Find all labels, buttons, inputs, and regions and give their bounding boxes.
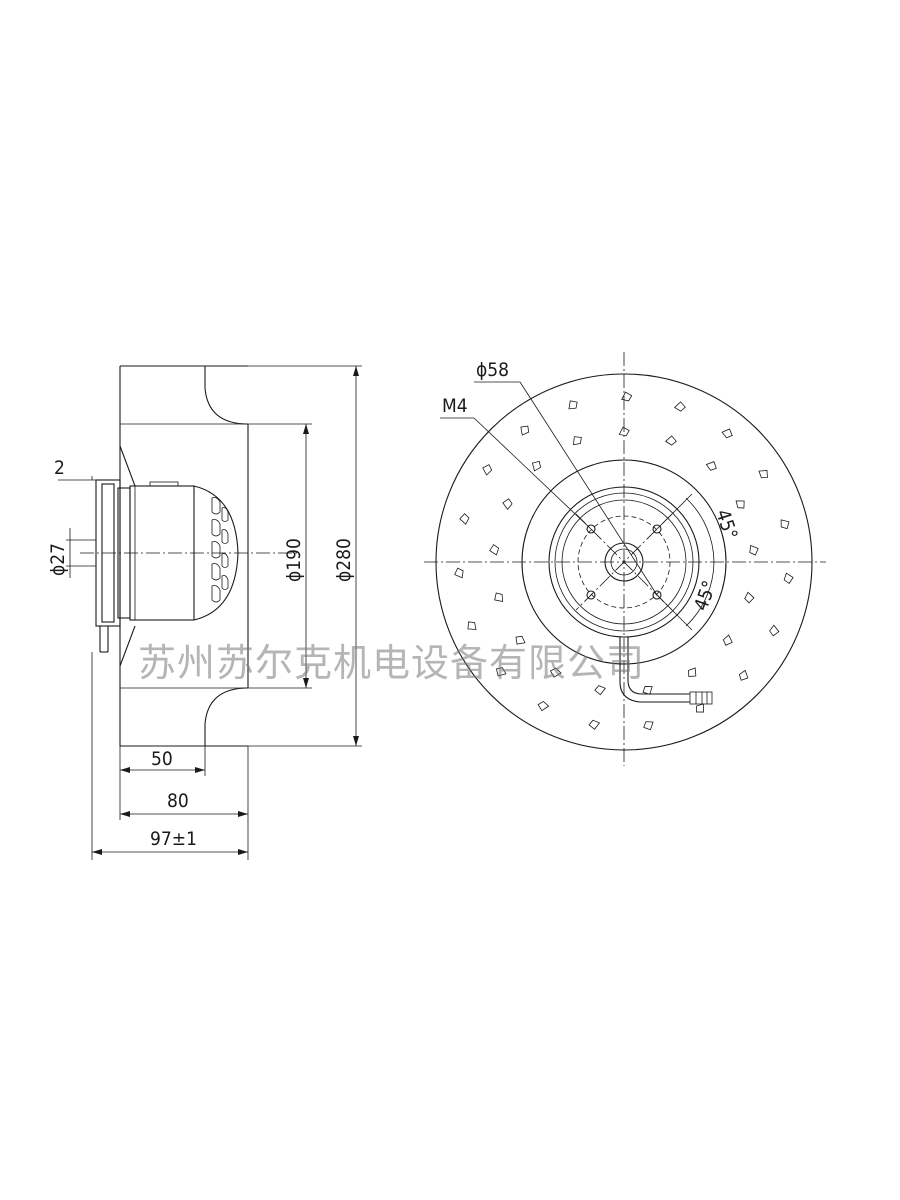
angle-lower-label: 45° <box>690 578 721 614</box>
dim-outer-diameter: ϕ280 <box>248 365 362 747</box>
blade-opening <box>674 401 686 412</box>
blade-opening <box>721 428 733 439</box>
dim-flange-thickness-label: 2 <box>54 457 65 479</box>
bolt-circle <box>577 515 671 609</box>
blade-opening <box>758 469 768 479</box>
company-watermark: 苏州苏尔克机电设备有限公司 <box>138 641 646 685</box>
blade-opening <box>482 464 493 476</box>
blade-opening <box>467 621 477 630</box>
blade-opening <box>780 519 790 530</box>
dim-total-depth-label: 97±1 <box>150 828 197 850</box>
motor-cable <box>99 626 109 653</box>
blade-opening <box>621 391 633 402</box>
dim-shaft-diameter: ϕ27 <box>47 528 96 578</box>
blade-opening <box>664 435 677 446</box>
blade-opening <box>568 400 578 410</box>
dim-total-depth: 97±1 <box>91 652 248 860</box>
blade-opening <box>705 461 717 471</box>
dim-flange-thickness: 2 <box>54 457 96 481</box>
dim-thread: M4 <box>440 395 592 530</box>
blade-opening <box>735 500 745 509</box>
blade-opening <box>494 592 504 602</box>
dim-depth-80: 80 <box>119 746 249 860</box>
dim-angles: 45° 45° <box>656 493 742 631</box>
dim-thread-label: M4 <box>442 395 468 417</box>
mounting-hole <box>586 524 596 534</box>
impeller-profile <box>119 365 249 747</box>
inlet-ring <box>521 459 727 665</box>
motor-body <box>95 479 239 653</box>
blade-opening <box>769 624 780 637</box>
blade-opening <box>696 703 704 713</box>
blade-opening <box>783 572 794 584</box>
dim-depth-50: 50 <box>119 746 206 776</box>
dim-bolt-circle-label: ϕ58 <box>476 359 509 381</box>
blade-opening <box>688 667 697 677</box>
dim-outer-diameter-label: ϕ280 <box>333 538 355 582</box>
blade-opening <box>489 544 500 556</box>
mounting-hole <box>586 590 596 600</box>
blade-openings <box>454 391 794 731</box>
front-view: ϕ58 M4 45° 45° <box>424 352 826 766</box>
front-cable <box>619 637 713 705</box>
blade-opening <box>588 719 601 730</box>
mounting-hole <box>652 590 662 600</box>
blade-opening <box>738 669 749 681</box>
blade-opening <box>515 635 526 645</box>
dim-shaft-diameter-label: ϕ27 <box>47 543 69 576</box>
blade-opening <box>643 721 654 731</box>
cooling-slots <box>211 497 229 603</box>
blade-opening <box>454 567 464 579</box>
blade-opening <box>642 686 653 695</box>
blade-opening <box>520 425 530 436</box>
blade-opening <box>573 436 582 446</box>
dim-inlet-diameter-label: ϕ190 <box>283 538 305 582</box>
dim-bolt-circle: ϕ58 <box>474 359 658 596</box>
blade-opening <box>531 460 542 472</box>
blade-opening <box>744 591 755 604</box>
blade-opening <box>495 667 507 677</box>
outer-rim <box>435 373 813 751</box>
mounting-hole <box>652 524 662 534</box>
blade-opening <box>549 667 562 678</box>
hub-outer <box>548 486 700 638</box>
blade-opening <box>537 700 550 712</box>
blade-opening <box>618 426 630 437</box>
hub-ring-1 <box>554 492 694 632</box>
dim-depth-50-label: 50 <box>151 748 173 770</box>
blade-opening <box>749 544 759 556</box>
hub-ring-2 <box>561 499 687 625</box>
shaft-bore <box>610 548 638 576</box>
dim-depth-80-label: 80 <box>167 790 189 812</box>
blade-opening <box>594 685 606 696</box>
angle-upper-label: 45° <box>711 507 741 543</box>
blade-opening <box>459 513 470 525</box>
side-view: 2 ϕ27 ϕ190 ϕ280 <box>47 365 362 860</box>
dim-inlet-diameter: ϕ190 <box>248 423 312 689</box>
blade-opening <box>722 634 733 646</box>
blade-opening <box>502 498 513 511</box>
